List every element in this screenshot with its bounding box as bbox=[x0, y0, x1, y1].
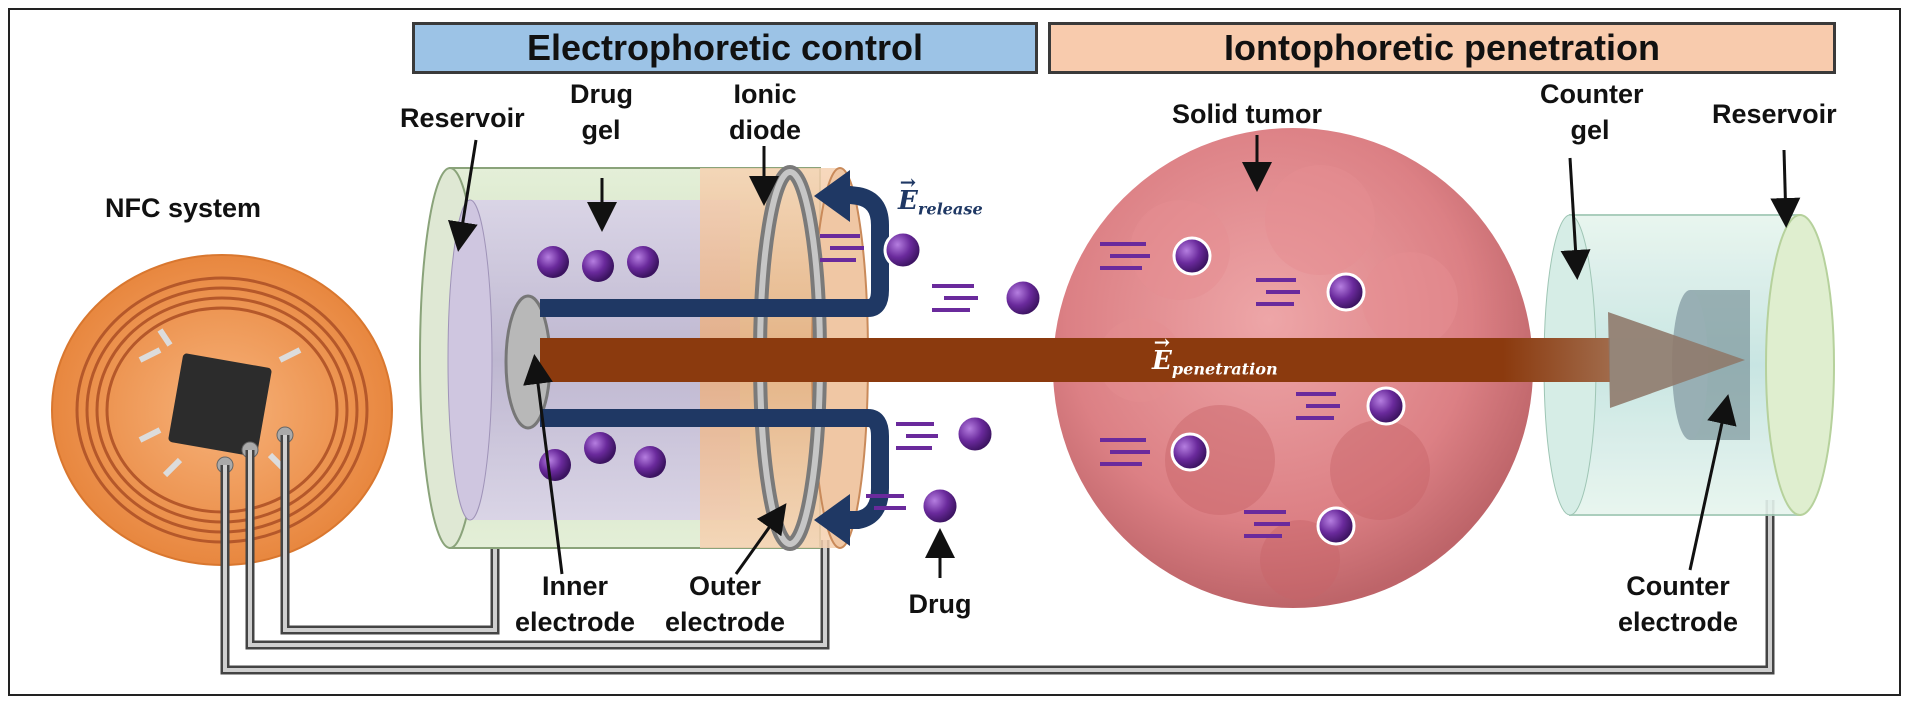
drug-label: Drug bbox=[908, 589, 972, 619]
outer-electrode-label-line1: Outer bbox=[688, 571, 761, 601]
inner-electrode-label-line2: electrode bbox=[514, 607, 636, 637]
electrophoretic-control-header: Electrophoretic control bbox=[412, 22, 1038, 74]
circuit-wires bbox=[220, 435, 1775, 675]
e-release-symbol: E bbox=[898, 171, 918, 216]
ionic-diode-label: Ionic diode bbox=[726, 76, 804, 148]
counter-electrode-label: Counter electrode bbox=[1608, 568, 1748, 640]
outer-electrode-label-line2: electrode bbox=[664, 607, 786, 637]
drug-gel-label-line2: gel bbox=[581, 115, 621, 145]
counter-gel-label: Counter gel bbox=[1540, 76, 1644, 148]
e-release-subscript: release bbox=[917, 199, 983, 219]
ionic-diode-label-line2: diode bbox=[729, 115, 801, 145]
inner-electrode-label-line1: Inner bbox=[541, 571, 608, 601]
drug-gel-label: Drug gel bbox=[570, 76, 633, 148]
drug-particles bbox=[537, 230, 1406, 546]
solid-tumor-label: Solid tumor bbox=[1172, 99, 1322, 129]
pointer-arrows bbox=[447, 135, 1801, 578]
e-penetration-subscript: penetration bbox=[1171, 359, 1278, 379]
outer-electrode-label: Outer electrode bbox=[655, 568, 795, 640]
e-penetration-label: Epenetration bbox=[1152, 331, 1278, 379]
iontophoretic-penetration-header: Iontophoretic penetration bbox=[1048, 22, 1836, 74]
counter-gel-label-line2: gel bbox=[1570, 115, 1610, 145]
penetration-arrow bbox=[540, 312, 1745, 408]
release-arrowhead-bottom bbox=[814, 494, 850, 546]
reservoir-left-label: Reservoir bbox=[400, 103, 525, 133]
release-arrows bbox=[540, 185, 889, 529]
release-arrowhead-top bbox=[814, 170, 850, 222]
drug-gel-label-line1: Drug bbox=[570, 79, 633, 109]
nfc-chip bbox=[168, 353, 272, 457]
reservoir-right-label: Reservoir bbox=[1712, 99, 1837, 129]
e-release-label: Erelease bbox=[898, 171, 983, 219]
ionic-diode-label-line1: Ionic bbox=[733, 79, 797, 109]
counter-electrode-label-line1: Counter bbox=[1626, 571, 1730, 601]
inner-electrode-label: Inner electrode bbox=[505, 568, 645, 640]
nfc-system-label: NFC system bbox=[105, 193, 262, 223]
counter-electrode-label-line2: electrode bbox=[1617, 607, 1739, 637]
counter-gel-label-line1: Counter bbox=[1540, 79, 1644, 109]
e-penetration-symbol: E bbox=[1152, 331, 1172, 376]
